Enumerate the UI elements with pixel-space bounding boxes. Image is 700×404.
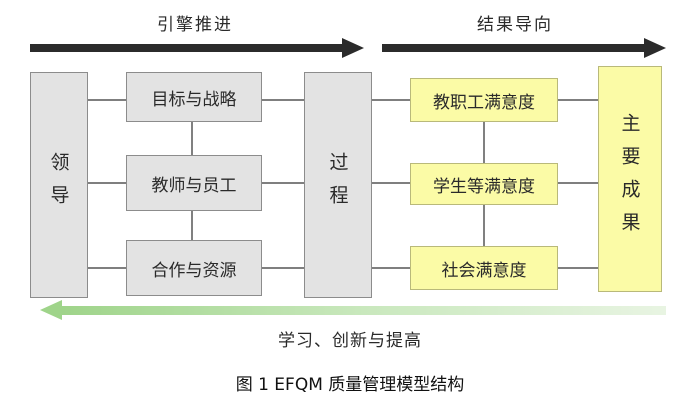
box-goals-strategy-label: 目标与战略 (151, 89, 237, 110)
box-leadership: 领导 (30, 72, 88, 298)
box-leadership-label: 领导 (47, 152, 70, 218)
box-student-satisfaction-label: 学生等满意度 (433, 176, 535, 197)
box-society-satisfaction: 社会满意度 (410, 246, 558, 290)
box-key-results-label: 主要成果 (618, 113, 641, 245)
box-cooperation-resources-label: 合作与资源 (151, 260, 237, 281)
box-process: 过程 (304, 72, 372, 298)
box-goals-strategy: 目标与战略 (126, 72, 262, 122)
arrow-learning (40, 300, 666, 320)
figure-caption: 图 1 EFQM 质量管理模型结构 (235, 375, 465, 395)
arrow-results (382, 38, 666, 58)
label-learning: 学习、创新与提高 (278, 331, 422, 351)
label-results: 结果导向 (477, 15, 553, 35)
box-key-results: 主要成果 (598, 66, 662, 292)
box-teachers-staff-label: 教师与员工 (151, 175, 237, 196)
label-enablers: 引擎推进 (157, 15, 233, 35)
left-connectors (88, 99, 304, 269)
box-student-satisfaction: 学生等满意度 (410, 163, 558, 205)
box-teachers-staff: 教师与员工 (126, 155, 262, 211)
box-process-label: 过程 (326, 152, 349, 218)
arrow-enablers (30, 38, 364, 58)
box-society-satisfaction-label: 社会满意度 (441, 260, 527, 281)
box-staff-satisfaction-label: 教职工满意度 (433, 92, 535, 113)
box-cooperation-resources: 合作与资源 (126, 240, 262, 296)
right-connectors (372, 99, 598, 269)
box-staff-satisfaction: 教职工满意度 (410, 78, 558, 122)
